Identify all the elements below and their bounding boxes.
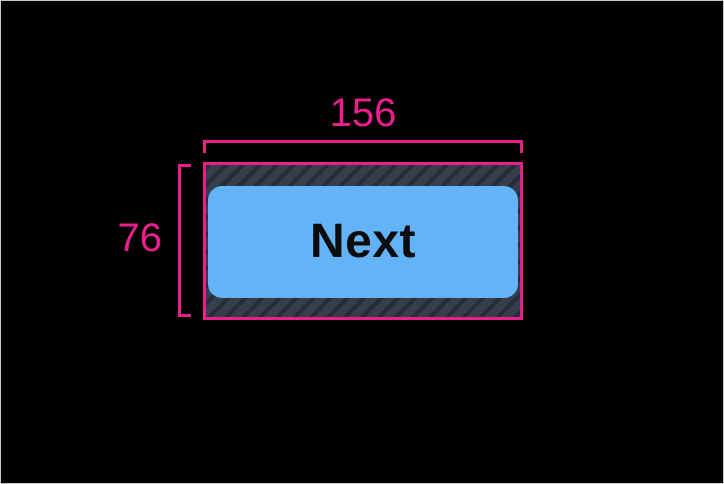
width-dimension-label: 156: [329, 91, 397, 135]
width-measure-bracket: [203, 140, 523, 153]
next-button-label: Next: [309, 215, 417, 268]
next-button[interactable]: Next: [208, 186, 518, 298]
height-measure-bracket: [178, 164, 191, 317]
selection-bounds: Next: [203, 162, 523, 320]
height-dimension-label: 76: [117, 216, 163, 260]
